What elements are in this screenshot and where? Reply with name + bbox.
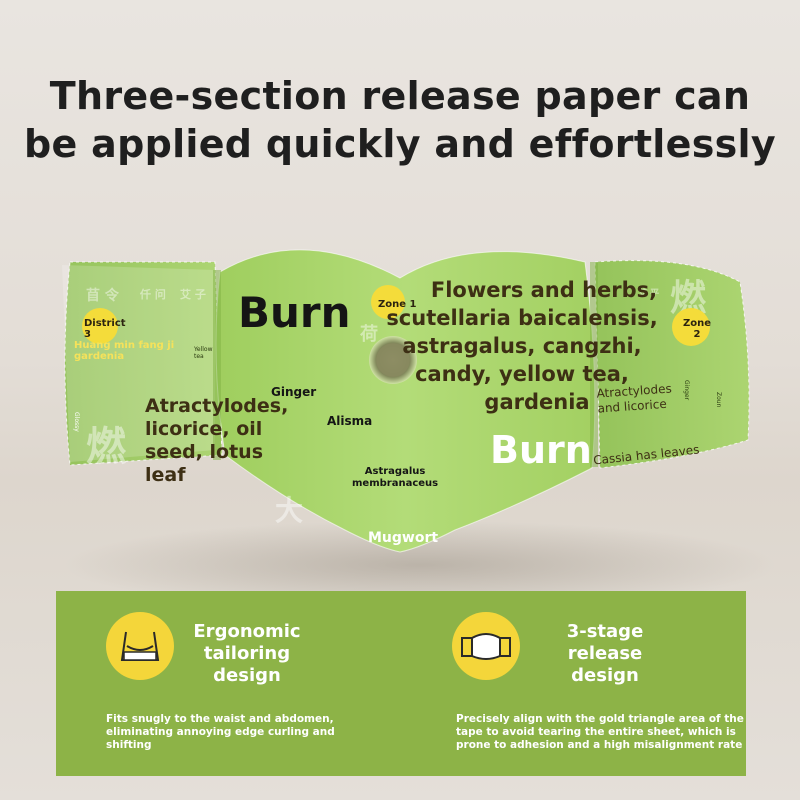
title-line-1: Three-section release paper can: [49, 74, 751, 118]
flowers-line-1: Flowers and herbs,: [430, 278, 658, 302]
title-line-2: be applied quickly and effortlessly: [24, 122, 776, 166]
astragalus-line-1: Astragalus: [364, 466, 426, 477]
zoun-vertical-label: Zoun: [715, 392, 722, 408]
svg-text:艾 子: 艾 子: [180, 287, 206, 301]
feature-1-title-line-2: tailoring: [203, 643, 291, 664]
atractylodes-left-line-2: licorice, oil: [145, 418, 263, 440]
feature-2-title-line-3: design: [571, 665, 639, 686]
svg-text:燃: 燃: [86, 424, 127, 470]
atractylodes-left-line-1: Atractylodes,: [145, 395, 289, 417]
flowers-line-4: candy, yellow tea,: [415, 362, 629, 386]
ginger-vertical-label: Ginger: [683, 380, 690, 401]
flowers-line-2: scutellaria baicalensis,: [386, 306, 658, 330]
district-3-marker: [82, 308, 118, 344]
burn-label-right: Burn: [490, 428, 592, 472]
feature-1-title-line-1: Ergonomic: [193, 621, 301, 642]
feature-2-title: 3-stage release design: [550, 621, 660, 687]
feature-2-desc-line-2: tape to avoid tearing the entire sheet, …: [456, 726, 736, 738]
feature-1-title: Ergonomic tailoring design: [184, 621, 310, 687]
yellow-tea-label: Yellow tea: [194, 346, 213, 360]
waist-outline-icon: [120, 631, 160, 661]
feature-1-desc-line-2: eliminating annoying edge curling and: [106, 726, 335, 738]
feature-2-title-line-1: 3-stage: [566, 621, 644, 642]
patch-middle: [216, 249, 595, 552]
features-panel: Ergonomic tailoring design Fits snugly t…: [56, 591, 746, 776]
alisma-label: Alisma: [327, 414, 373, 428]
feature-2-desc-line-3: prone to adhesion and a high misalignmen…: [456, 739, 743, 751]
mugwort-label: Mugwort: [368, 530, 439, 546]
feature-1-desc-line-1: Fits snugly to the waist and abdomen,: [106, 713, 334, 725]
svg-text:仟 问: 仟 问: [139, 287, 166, 301]
glossy-vertical-label: Glossy: [73, 412, 80, 432]
flowers-herbs-list: Flowers and herbs, scutellaria baicalens…: [376, 276, 668, 416]
page-title: Three-section release paper can be appli…: [0, 72, 800, 168]
zone-1-label: Zone 1: [378, 299, 417, 310]
atractylodes-left-list: Atractylodes, licorice, oil seed, lotus …: [145, 395, 288, 487]
zone-2-marker: [672, 308, 710, 346]
feature-1-desc-line-3: shifting: [106, 739, 152, 751]
feature-2-desc-line-1: Precisely align with the gold triangle a…: [456, 713, 744, 725]
svg-text:艾 平: 艾 平: [638, 287, 659, 299]
flowers-line-5: gardenia: [484, 390, 590, 414]
burn-label-left: Burn: [238, 288, 351, 337]
feature-2-description: Precisely align with the gold triangle a…: [456, 713, 746, 752]
feature-1-description: Fits snugly to the waist and abdomen, el…: [106, 713, 386, 752]
atractylodes-left-line-3: seed, lotus: [145, 441, 263, 463]
ginger-label: Ginger: [271, 385, 317, 399]
atractylodes-right-list: Atractylodes and licorice: [596, 381, 673, 416]
belt-patch-icon: [461, 633, 511, 660]
feature-1-icon-circle: [106, 612, 174, 680]
patch-right-wing: [595, 260, 749, 468]
svg-text:荷: 荷: [360, 323, 378, 345]
zone-1-marker: [371, 285, 405, 319]
feature-1-title-line-3: design: [213, 665, 281, 686]
zone-2-label: Zone 2: [682, 318, 712, 340]
huang-min-label: Huang min fang ji gardenia: [74, 340, 175, 362]
astragalus-line-2: membranaceus: [352, 478, 439, 489]
astragalus-membranaceus-label: Astragalus membranaceus: [352, 466, 438, 490]
feature-2-title-line-2: release: [567, 643, 643, 664]
feature-2-icon-circle: [452, 612, 520, 680]
svg-text:大: 大: [275, 494, 303, 527]
svg-text:苜 令: 苜 令: [86, 287, 120, 304]
atractylodes-left-line-4: leaf: [145, 464, 186, 486]
flowers-line-3: astragalus, cangzhi,: [402, 334, 642, 358]
district-3-label: District 3: [84, 318, 126, 340]
